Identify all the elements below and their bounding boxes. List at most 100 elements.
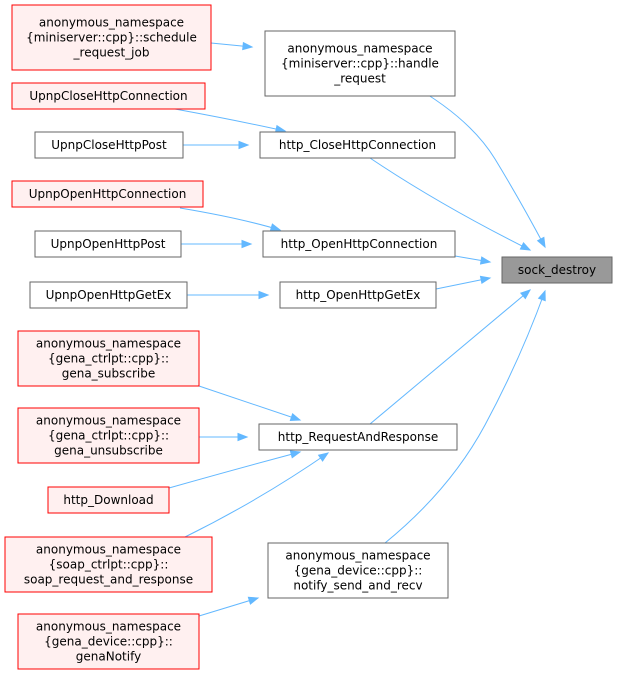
node-upnp-close-http-post[interactable]: UpnpCloseHttpPost	[34, 131, 184, 159]
arrowhead	[537, 289, 546, 302]
node-label-line: http_OpenHttpConnection	[281, 237, 438, 251]
node-upnp-close-http-connection[interactable]: UpnpCloseHttpConnection	[11, 82, 206, 110]
edge-gena-unsubscribe-to-http-request-and-response	[199, 432, 249, 442]
node-schedule-request-job[interactable]: anonymous_namespace{miniserver::cpp}::sc…	[11, 4, 212, 71]
edge-gena-subscribe-to-http-request-and-response	[198, 385, 302, 421]
edge-http-download-to-http-request-and-response	[168, 450, 302, 489]
node-box	[258, 423, 458, 451]
node-label-line: {soap_ctrlpt::cpp}::	[49, 558, 169, 572]
node-label-line: _request	[333, 72, 386, 86]
arrowhead	[237, 432, 249, 442]
edge-line	[198, 597, 259, 617]
node-label-line: UpnpCloseHttpConnection	[29, 89, 187, 103]
node-box	[17, 613, 200, 670]
edge-gena-notify-to-notify-send-and-recv	[198, 596, 260, 617]
node-box	[34, 230, 182, 258]
arrowhead	[242, 41, 254, 51]
edge-line	[369, 289, 531, 425]
edge-notify-send-and-recv-to-sock-destroy	[384, 289, 546, 544]
node-label-line: anonymous_namespace	[36, 543, 181, 557]
arrowhead	[247, 596, 260, 605]
arrowhead	[479, 256, 492, 265]
edge-line	[168, 451, 301, 489]
arrowhead	[289, 450, 302, 459]
node-label-line: anonymous_namespace	[39, 16, 184, 30]
edge-upnp-open-http-get-ex-to-http-open-http-get-ex	[187, 290, 270, 300]
node-upnp-open-http-get-ex[interactable]: UpnpOpenHttpGetEx	[29, 281, 188, 309]
node-box	[34, 131, 184, 159]
node-box	[11, 82, 206, 110]
arrowhead	[269, 223, 282, 232]
edge-line	[174, 108, 286, 132]
node-box	[11, 4, 212, 71]
arrowhead	[519, 241, 532, 251]
node-label-line: anonymous_namespace	[36, 620, 181, 634]
arrowhead	[536, 236, 546, 249]
node-soap-request-and-response[interactable]: anonymous_namespace{soap_ctrlpt::cpp}::s…	[4, 536, 213, 593]
arrowhead	[519, 289, 532, 300]
node-upnp-open-http-connection[interactable]: UpnpOpenHttpConnection	[11, 180, 204, 208]
node-upnp-open-http-post[interactable]: UpnpOpenHttpPost	[34, 230, 182, 258]
edge-line	[409, 83, 546, 248]
node-http-open-http-connection[interactable]: http_OpenHttpConnection	[262, 230, 456, 258]
arrowhead	[241, 239, 253, 249]
node-label-line: anonymous_namespace	[285, 549, 430, 563]
node-label-line: anonymous_namespace	[36, 337, 181, 351]
node-notify-send-and-recv[interactable]: anonymous_namespace{gena_device::cpp}::n…	[267, 542, 449, 599]
arrowhead	[238, 140, 250, 150]
edge-upnp-open-http-connection-to-http-open-http-connection	[179, 207, 282, 232]
edge-upnp-open-http-post-to-http-open-http-connection	[181, 239, 253, 249]
edge-http-close-http-connection-to-sock-destroy	[369, 157, 532, 251]
node-gena-notify[interactable]: anonymous_namespace{gena_device::cpp}::g…	[17, 613, 200, 670]
edge-http-open-http-connection-to-sock-destroy	[454, 255, 492, 265]
arrowhead	[479, 275, 492, 285]
edge-handle-request-to-sock-destroy	[409, 83, 546, 249]
node-label-line: genaNotify	[76, 650, 141, 664]
edge-line	[198, 385, 301, 421]
arrowhead	[289, 412, 302, 421]
node-label-line: {gena_device::cpp}::	[294, 564, 423, 578]
node-label-line: {miniserver::cpp}::handle	[281, 57, 439, 71]
node-label-line: UpnpOpenHttpPost	[51, 237, 166, 251]
arrowhead	[317, 452, 330, 462]
node-label-line: anonymous_namespace	[36, 414, 181, 428]
edges-layer	[168, 41, 546, 617]
edge-line	[179, 207, 281, 231]
node-label-line: {miniserver::cpp}::schedule	[26, 31, 197, 45]
node-label-line: _request_job	[73, 46, 150, 60]
node-http-open-http-get-ex[interactable]: http_OpenHttpGetEx	[279, 281, 437, 309]
edge-line	[184, 452, 329, 538]
node-sock-destroy[interactable]: sock_destroy	[501, 256, 613, 284]
node-http-close-http-connection[interactable]: http_CloseHttpConnection	[259, 131, 456, 159]
edge-line	[369, 157, 531, 251]
node-box	[11, 180, 204, 208]
node-box	[17, 330, 200, 387]
node-label-line: gena_subscribe	[62, 367, 156, 381]
edge-line	[384, 290, 546, 544]
node-gena-subscribe[interactable]: anonymous_namespace{gena_ctrlpt::cpp}::g…	[17, 330, 200, 387]
node-box	[267, 542, 449, 599]
node-http-download[interactable]: http_Download	[47, 486, 170, 514]
node-label-line: {gena_ctrlpt::cpp}::	[48, 429, 169, 443]
node-label-line: sock_destroy	[518, 263, 596, 277]
node-label-line: UpnpOpenHttpGetEx	[46, 288, 172, 302]
node-box	[4, 536, 213, 593]
node-http-request-and-response[interactable]: http_RequestAndResponse	[258, 423, 458, 451]
node-box	[262, 230, 456, 258]
node-label-line: {gena_device::cpp}::	[44, 635, 173, 649]
node-gena-unsubscribe[interactable]: anonymous_namespace{gena_ctrlpt::cpp}::g…	[17, 407, 200, 464]
node-label-line: http_Download	[63, 493, 153, 507]
node-label-line: http_OpenHttpGetEx	[296, 288, 421, 302]
edge-http-request-and-response-to-sock-destroy	[369, 289, 532, 425]
edge-http-open-http-get-ex-to-sock-destroy	[435, 275, 492, 290]
edge-soap-request-and-response-to-http-request-and-response	[184, 452, 330, 538]
node-handle-request[interactable]: anonymous_namespace{miniserver::cpp}::ha…	[264, 30, 456, 97]
nodes-layer: sock_destroyanonymous_namespace{miniserv…	[4, 4, 613, 670]
node-label-line: {gena_ctrlpt::cpp}::	[48, 352, 169, 366]
arrowhead	[274, 124, 287, 134]
edge-schedule-request-job-to-handle-request	[210, 41, 254, 51]
node-label-line: UpnpCloseHttpPost	[51, 138, 167, 152]
node-label-line: anonymous_namespace	[287, 42, 432, 56]
edge-upnp-close-http-connection-to-http-close-http-connection	[174, 108, 287, 134]
